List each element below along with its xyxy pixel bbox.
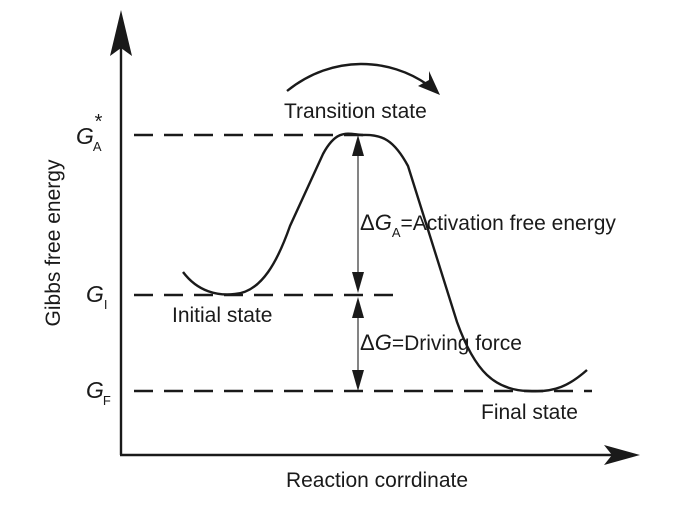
transition-level-label: GA* [76,111,103,154]
final-state-label: Final state [481,401,578,424]
activation-arrow-up-icon [352,135,364,156]
activation-arrow-down-icon [352,272,364,293]
transition-arrow-curve [286,62,429,92]
driving-arrow [352,297,364,391]
driving-arrow-down-icon [352,370,364,391]
driving-force-annotation: ΔG=Driving force [360,330,522,355]
y-axis-label: Gibbs free energy [42,159,65,326]
transition-arrow-icon [418,71,440,95]
x-axis-label: Reaction corrdinate [286,469,468,492]
x-axis-arrow-icon [604,445,640,465]
x-axis [120,445,640,465]
activation-arrow [352,135,364,293]
initial-level-label: GI [86,281,108,312]
energy-curve [182,132,588,393]
driving-arrow-up-icon [352,297,364,318]
transition-state-label: Transition state [284,100,427,123]
y-axis [110,10,132,455]
y-axis-arrow-icon [110,10,132,56]
final-level-label: GF [86,377,111,408]
initial-state-label: Initial state [172,304,272,327]
activation-energy-annotation: ΔGA=Activation free energy [360,210,616,240]
